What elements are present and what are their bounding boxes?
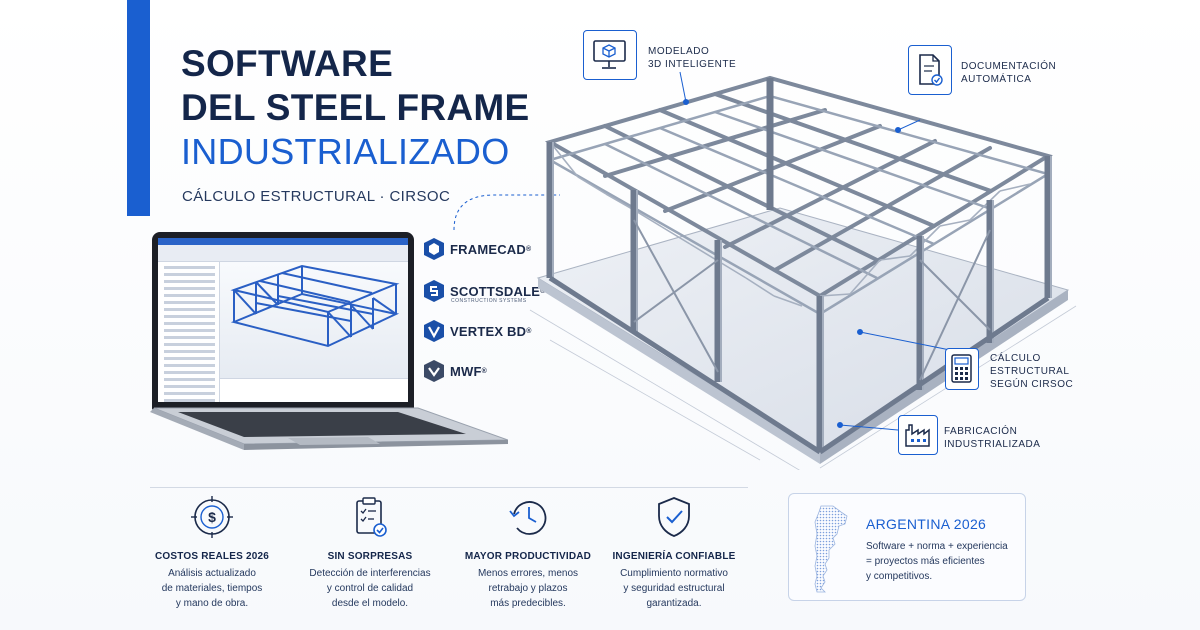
shield-check-icon [658,497,690,537]
clock-arrow-icon [509,501,547,535]
callout-fabricacion [898,415,938,455]
feature-title: SIN SORPRESAS [327,551,413,562]
argentina-text: Software + norma + experiencia= proyecto… [866,541,1008,582]
feature-title: COSTOS REALES 2026 [154,551,269,562]
title-line-2: DEL STEEL FRAME [181,87,530,128]
vertex-logo-icon [424,320,444,342]
feature-title: MAYOR PRODUCTIVIDAD [464,551,592,562]
title-line-1: SOFTWARE [181,43,394,84]
svg-text:$: $ [208,509,216,525]
feature-ingenieria: INGENIERÍA CONFIABLE Cumplimiento normat… [599,494,749,611]
argentina-card: ARGENTINA 2026 Software + norma + experi… [788,493,1026,601]
brand-name: VERTEX BD [450,323,527,339]
brand-name: FRAMECAD [450,241,526,257]
laptop-illustration [150,232,508,452]
section-divider [150,487,748,488]
feature-costos: $ COSTOS REALES 2026 Análisis actualizad… [137,494,287,611]
dollar-target-icon: $ [191,496,233,538]
accent-bar [127,0,150,216]
dashed-connector [453,194,560,231]
brand-scottsdale: SCOTTSDALE® CONSTRUCTION SYSTEMS [423,276,545,306]
laptop-screen-frame [152,232,414,410]
model-tree [158,262,220,402]
page-subtitle: CÁLCULO ESTRUCTURAL · CIRSOC [182,188,451,205]
feature-productividad: MAYOR PRODUCTIVIDAD Menos errores, menos… [453,494,603,611]
brand-vertex: VERTEX BD® [423,316,532,346]
frame-model-icon [230,264,400,348]
callout-calculo [945,348,979,390]
page-title: SOFTWARE DEL STEEL FRAME INDUSTRIALIZADO [181,42,530,174]
brand-framecad: FRAMECAD® [423,234,531,264]
title-line-3: INDUSTRIALIZADO [181,131,510,172]
brand-tagline: CONSTRUCTION SYSTEMS [451,298,527,304]
argentina-map-icon [814,505,848,593]
app-ribbon [158,238,408,245]
software-screen [158,238,408,402]
scottsdale-logo-icon [424,280,444,302]
brand-name: MWF [450,363,482,379]
factory-icon [905,424,930,447]
monitor-cube-icon [593,40,626,69]
calculator-icon [951,354,972,383]
properties-panel [220,378,408,402]
callout-modelado [583,30,637,80]
feature-sin-sorpresas: SIN SORPRESAS Detección de interferencia… [295,494,445,611]
framecad-logo-icon [424,238,444,260]
3d-viewport [220,262,408,378]
clipboard-check-icon [356,497,387,537]
app-toolbar [158,245,408,262]
mwf-logo-icon [424,360,444,382]
feature-title: INGENIERÍA CONFIABLE [612,551,736,562]
argentina-title: ARGENTINA 2026 [866,516,987,532]
callout-documentacion [908,45,952,95]
document-check-icon [919,54,943,86]
brand-mwf: MWF® [423,356,487,386]
laptop-keyboard-base [150,407,508,450]
steel-frame-structure [529,71,1077,470]
brand-name: SCOTTSDALE [450,283,541,299]
